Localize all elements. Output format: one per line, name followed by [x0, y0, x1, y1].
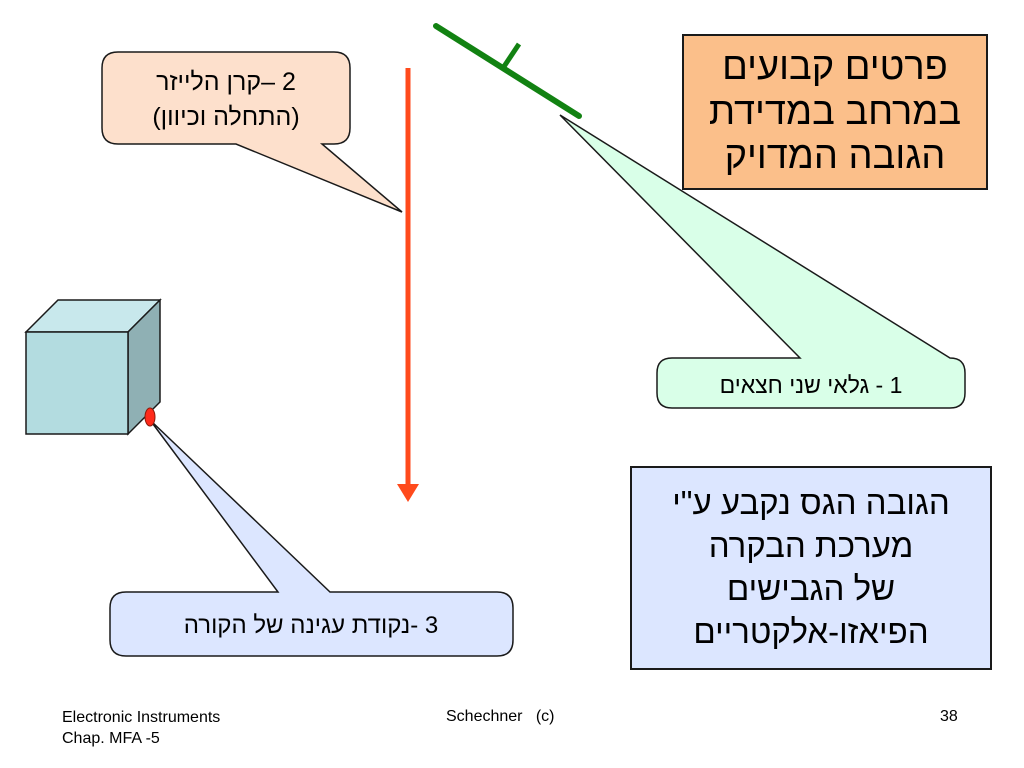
fixed-points-box: פרטים קבועים במרחב במדידת הגובה המדויק — [682, 34, 988, 190]
laser-beam-arrowhead — [397, 484, 419, 502]
laser-callout-line1: 2 –קרן הלייזר — [156, 68, 296, 96]
fixed-points-line: פרטים קבועים — [722, 45, 948, 88]
mirror-handle — [500, 42, 522, 70]
footer-line: Chap. MFA -5 — [62, 729, 160, 747]
coarse-height-line: הגובה הגס נקבע ע"י — [672, 484, 950, 522]
page-number: 38 — [940, 708, 958, 725]
laser-callout — [101, 51, 403, 213]
touch-callout — [109, 419, 514, 657]
coarse-height-line: מערכת הבקרה — [708, 527, 914, 565]
touch-callout-text: 3 -נקודת עגינה של הקורה — [184, 612, 439, 639]
mirrors-callout-text: 1 - גלאי שני חצאים — [720, 372, 903, 398]
mirrors-callout — [559, 114, 966, 409]
fixed-points-line: הגובה המדויק — [724, 135, 946, 178]
fixed-points-line: במרחב במדידת — [708, 90, 962, 133]
footer-course-title: Electronic Instruments Chap. MFA -5 — [62, 708, 220, 750]
cube-front-face — [25, 331, 129, 435]
contact-point — [144, 407, 156, 427]
coarse-height-line: הפיאזו-אלקטריים — [693, 612, 929, 650]
mirror-bar — [433, 23, 582, 119]
footer-line: Electronic Instruments — [62, 709, 221, 726]
footer-author: Schechner (c) — [446, 708, 555, 725]
coarse-height-box: הגובה הגס נקבע ע"י מערכת הבקרה של הגבישי… — [630, 466, 992, 670]
coarse-height-line: של הגבישים — [726, 570, 896, 607]
laser-callout-line2: (התחלה וכיוון) — [152, 103, 299, 131]
